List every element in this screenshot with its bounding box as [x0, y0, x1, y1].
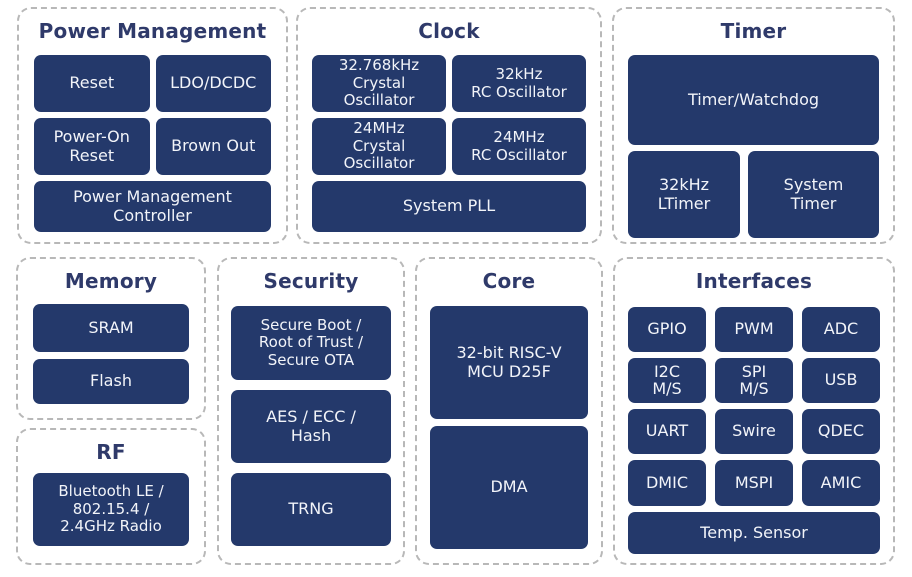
block-secure-boot: Secure Boot / Root of Trust / Secure OTA [231, 306, 391, 380]
block-system-pll: System PLL [312, 181, 586, 232]
block-32khz-ltimer: 32kHz LTimer [628, 151, 740, 238]
memory-title: Memory [64, 269, 158, 293]
timer-title: Timer [720, 19, 787, 43]
interfaces-title: Interfaces [695, 269, 813, 293]
block-bluetooth-radio: Bluetooth LE / 802.15.4 / 2.4GHz Radio [33, 473, 189, 546]
timer-group: Timer Timer/Watchdog 32kHz LTimer System… [612, 7, 895, 244]
block-reset: Reset [34, 55, 150, 112]
power-management-group: Power Management Reset LDO/DCDC Power-On… [17, 7, 288, 244]
block-uart: UART [628, 409, 706, 454]
security-title: Security [263, 269, 359, 293]
block-adc: ADC [802, 307, 880, 352]
block-aes-ecc-hash: AES / ECC / Hash [231, 390, 391, 463]
memory-blocks: SRAM Flash [33, 304, 189, 404]
block-mspi: MSPI [715, 460, 793, 506]
block-dmic: DMIC [628, 460, 706, 506]
block-sram: SRAM [33, 304, 189, 352]
clock-blocks: 32.768kHz Crystal Oscillator 32kHz RC Os… [312, 55, 586, 232]
block-power-management-controller: Power Management Controller [34, 181, 271, 232]
block-pwm: PWM [715, 307, 793, 352]
rf-title: RF [96, 440, 126, 464]
block-riscv-mcu: 32-bit RISC-V MCU D25F [430, 306, 588, 419]
block-spi-ms: SPI M/S [715, 358, 793, 403]
block-32khz-rc-oscillator: 32kHz RC Oscillator [452, 55, 586, 112]
block-timer-watchdog: Timer/Watchdog [628, 55, 879, 145]
block-brown-out: Brown Out [155, 118, 271, 175]
power-management-blocks: Reset LDO/DCDC Power-On Reset Brown Out … [34, 55, 271, 232]
block-trng: TRNG [231, 473, 391, 546]
block-32768khz-crystal-oscillator: 32.768kHz Crystal Oscillator [312, 55, 446, 112]
block-swire: Swire [715, 409, 793, 454]
rf-group: RF Bluetooth LE / 802.15.4 / 2.4GHz Radi… [16, 428, 206, 565]
timer-blocks: Timer/Watchdog 32kHz LTimer System Timer [628, 55, 879, 238]
rf-blocks: Bluetooth LE / 802.15.4 / 2.4GHz Radio [33, 473, 189, 546]
block-qdec: QDEC [802, 409, 880, 454]
block-24mhz-crystal-oscillator: 24MHz Crystal Oscillator [312, 118, 446, 175]
block-temp-sensor: Temp. Sensor [628, 512, 880, 554]
security-blocks: Secure Boot / Root of Trust / Secure OTA… [231, 306, 391, 546]
interfaces-blocks: GPIO PWM ADC I2C M/S SPI M/S USB UART Sw… [628, 307, 880, 554]
power-management-title: Power Management [38, 19, 267, 43]
block-system-timer: System Timer [748, 151, 879, 238]
block-dma: DMA [430, 426, 588, 549]
core-blocks: 32-bit RISC-V MCU D25F DMA [430, 306, 588, 549]
memory-group: Memory SRAM Flash [16, 257, 206, 420]
block-flash: Flash [33, 359, 189, 404]
block-24mhz-rc-oscillator: 24MHz RC Oscillator [452, 118, 586, 175]
interfaces-group: Interfaces GPIO PWM ADC I2C M/S SPI M/S … [613, 257, 895, 565]
block-gpio: GPIO [628, 307, 706, 352]
block-amic: AMIC [802, 460, 880, 506]
block-ldo-dcdc: LDO/DCDC [155, 55, 271, 112]
core-group: Core 32-bit RISC-V MCU D25F DMA [415, 257, 603, 565]
block-i2c-ms: I2C M/S [628, 358, 706, 403]
clock-group: Clock 32.768kHz Crystal Oscillator 32kHz… [296, 7, 602, 244]
security-group: Security Secure Boot / Root of Trust / S… [217, 257, 405, 565]
clock-title: Clock [418, 19, 480, 43]
block-power-on-reset: Power-On Reset [34, 118, 150, 175]
core-title: Core [482, 269, 536, 293]
block-usb: USB [802, 358, 880, 403]
